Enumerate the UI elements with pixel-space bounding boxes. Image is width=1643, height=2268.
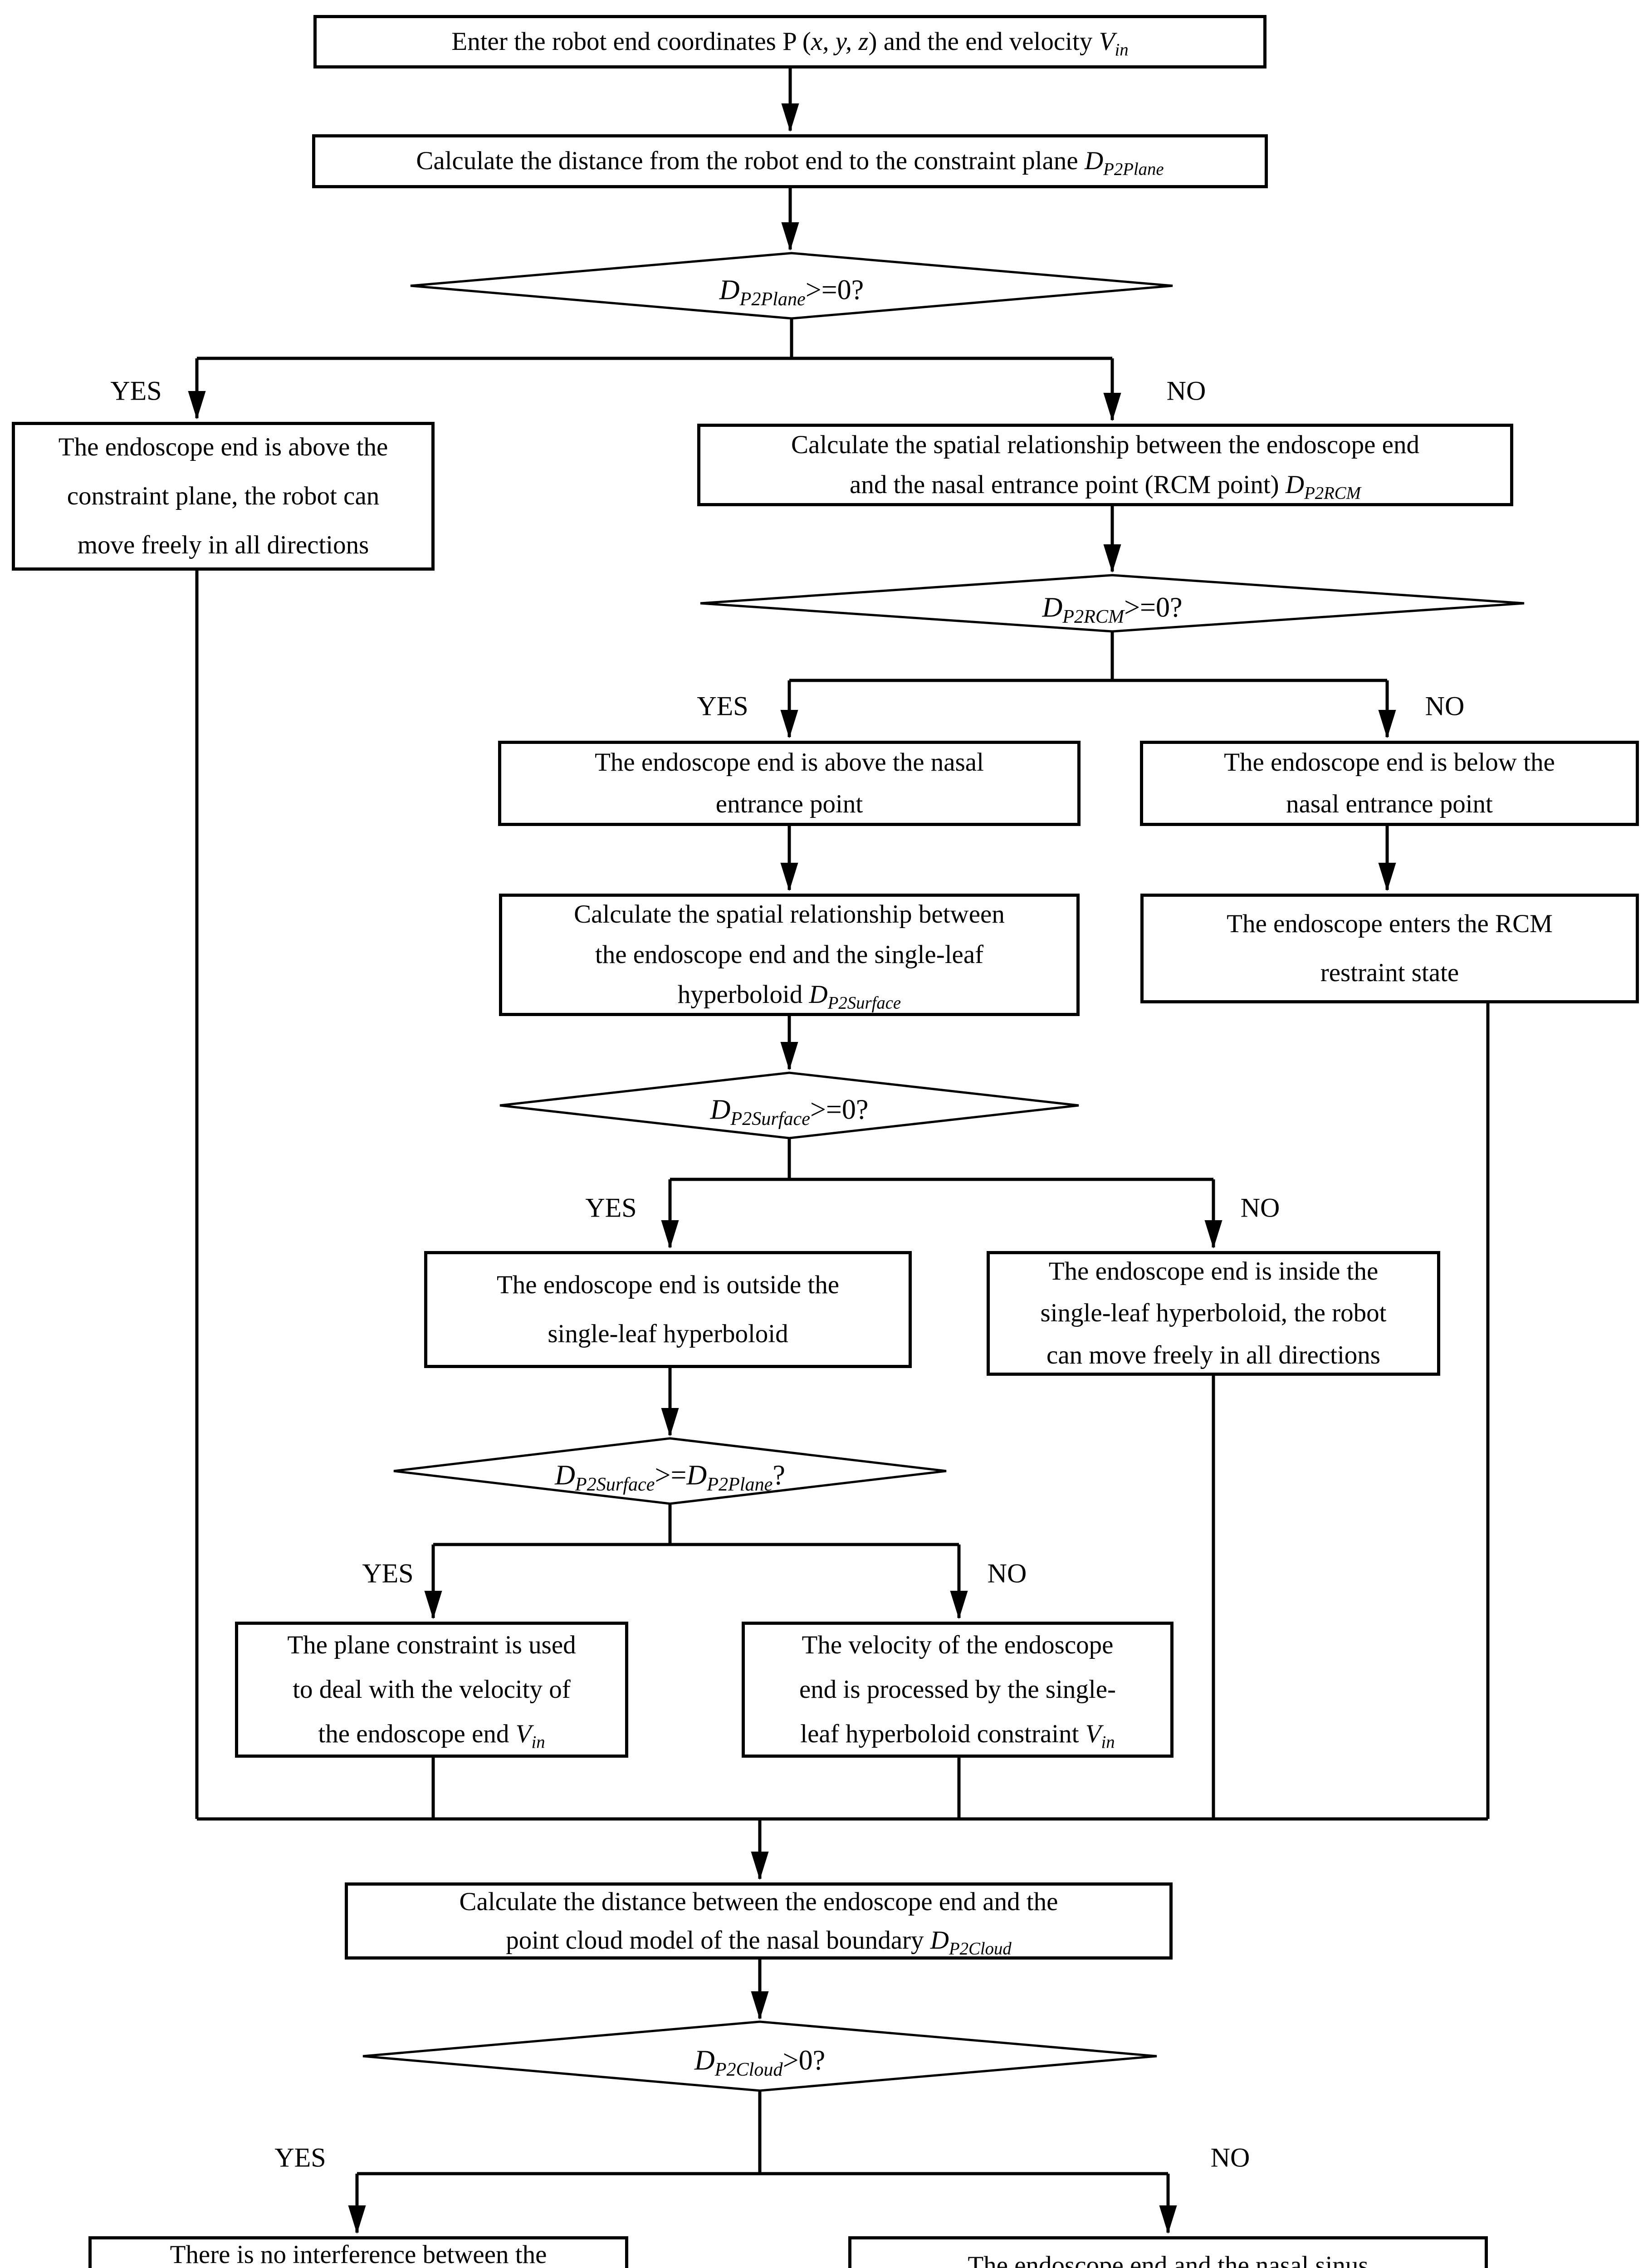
node-text: Calculate the spatial relationship betwe…	[791, 430, 1419, 503]
diamond-dp2surface-vs-dp2plane-shape	[393, 1437, 947, 1505]
node-text: The endoscope end and the nasal sinusbou…	[968, 2251, 1369, 2268]
node-interference-stop: The endoscope end and the nasal sinusbou…	[848, 2236, 1488, 2268]
decision-dp2surface: DP2Surface>=0?	[710, 1094, 869, 1129]
label-yes-dp2surface: YES	[585, 1193, 637, 1223]
node-calc-distance-point-cloud: Calculate the distance between the endos…	[345, 1882, 1173, 1960]
node-calc-spatial-rcm: Calculate the spatial relationship betwe…	[697, 424, 1513, 506]
label-no-dp2cloud: NO	[1210, 2142, 1250, 2173]
label-yes-dp2surface-vs-plane: YES	[362, 1558, 414, 1589]
label-yes-dp2cloud: YES	[274, 2142, 326, 2173]
node-text: Calculate the distance from the robot en…	[416, 147, 1164, 179]
label-yes-dp2plane: YES	[110, 376, 162, 406]
node-text: Enter the robot end coordinates P (x, y,…	[451, 27, 1129, 60]
connector-lines	[188, 68, 1490, 2234]
diamond-dp2rcm-shape	[700, 574, 1525, 633]
label-yes-dp2rcm: YES	[697, 691, 748, 721]
decision-dp2rcm: DP2RCM>=0?	[1042, 592, 1183, 627]
label-no-dp2plane: NO	[1166, 376, 1206, 406]
node-calc-spatial-hyperboloid: Calculate the spatial relationship betwe…	[499, 894, 1080, 1016]
decision-dp2plane: DP2Plane>=0?	[719, 274, 864, 310]
decision-dp2cloud: DP2Cloud>0?	[694, 2045, 826, 2080]
node-text: Calculate the spatial relationship betwe…	[574, 900, 1005, 1013]
node-enter-input: Enter the robot end coordinates P (x, y,…	[313, 15, 1266, 68]
label-no-dp2surface-vs-plane: NO	[987, 1558, 1027, 1589]
label-no-dp2surface: NO	[1240, 1193, 1280, 1223]
diamond-dp2plane-shape	[410, 252, 1173, 320]
decision-dp2surface-vs-dp2plane: DP2Surface>=DP2Plane?	[555, 1460, 785, 1495]
node-no-interference: There is no interference between theendo…	[88, 2236, 628, 2268]
diamond-dp2surface-shape	[499, 1071, 1079, 1139]
label-no-dp2rcm: NO	[1425, 691, 1465, 721]
node-text: There is no interference between theendo…	[170, 2240, 547, 2268]
decision-shapes	[362, 252, 1525, 2092]
node-text: Calculate the distance between the endos…	[459, 1887, 1058, 1959]
node-calc-distance-plane: Calculate the distance from the robot en…	[312, 134, 1268, 188]
diamond-dp2cloud-shape	[362, 2020, 1157, 2092]
